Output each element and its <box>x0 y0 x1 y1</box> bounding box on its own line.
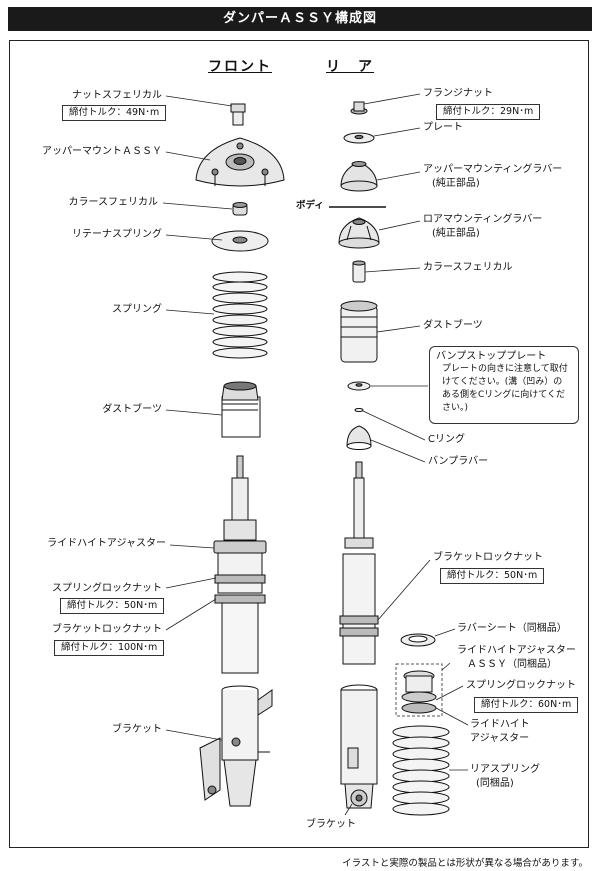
rear-bump-stop-plate-part <box>347 381 371 391</box>
diagram-title: ダンパーＡＳＳＹ構成図 <box>8 7 592 31</box>
rear-c-ring-label: Cリング <box>428 434 465 445</box>
rear-lower-mounting-rubber-part <box>338 217 380 249</box>
front-dust-boot-part <box>221 381 261 438</box>
rear-c-ring-part <box>354 408 364 412</box>
rear-upper-mounting-rubber-part <box>340 161 378 192</box>
front-nut-spherical-part <box>230 103 246 126</box>
rear-bracket-lock-nut-label: ブラケットロックナット <box>433 552 543 563</box>
rear-spring-part <box>392 725 450 816</box>
bump-stop-plate-instructions: プレートの向きに注意して取付 けてください。(溝（凹み）の ある側をCリングに向… <box>442 364 568 413</box>
rear-ride-height-adjuster-label: ライドハイト <box>470 719 530 730</box>
rear-bump-rubber-label: バンプラバー <box>428 456 489 467</box>
front-collar-spherical-label: カラースフェリカル <box>68 197 159 208</box>
front-nut-spherical-label: ナットスフェリカル <box>72 90 162 101</box>
rear-flange-torque-box: 締付トルク：29N･m <box>436 104 541 120</box>
rear-ride-height-adjuster-assy-label: ライドハイトアジャスター <box>457 645 576 656</box>
front-dust-boot-label: ダストブーツ <box>102 404 162 415</box>
rear-plate-part <box>343 132 375 144</box>
front-spring-part <box>212 271 268 359</box>
rear-ride-height-adjuster-assy-label-2: ＡＳＳＹ（同梱品） <box>467 659 557 670</box>
rear-collar-spherical-label: カラースフェリカル <box>423 262 513 273</box>
rear-dust-boot-label: ダストブーツ <box>423 320 483 331</box>
rear-lower-mounting-rubber-label: ロアマウンティングラバー <box>423 214 543 225</box>
front-retainer-spring-part <box>211 230 269 252</box>
rear-dust-boot-part <box>340 300 378 363</box>
front-retainer-spring-label: リテーナスプリング <box>72 229 162 240</box>
front-spring-lock-torque-box: 締付トルク：50N･m <box>60 598 165 614</box>
rear-spring-note: (同梱品) <box>476 778 514 789</box>
rear-upper-mounting-rubber-label: アッパーマウンティングラバー <box>423 164 563 175</box>
leader-lines <box>162 93 469 816</box>
rear-spring-lock-nut-label: スプリングロックナット <box>466 680 576 691</box>
rear-flange-nut-part <box>350 101 368 115</box>
rear-spring-label: リアスプリング <box>470 764 540 775</box>
rear-rubber-seat-label: ラバーシート（同梱品） <box>457 623 567 634</box>
front-shock-body-part <box>213 455 267 674</box>
rear-ride-height-adjuster-assy-part <box>395 663 443 717</box>
rear-bump-rubber-part <box>346 425 372 450</box>
rear-bracket-part <box>340 684 378 809</box>
rear-shock-body-part <box>339 461 379 665</box>
rear-flange-nut-label: フランジナット <box>423 88 493 99</box>
front-collar-spherical-part <box>232 202 248 216</box>
front-bracket-part <box>199 685 273 807</box>
rear-lower-mounting-rubber-note: (純正部品) <box>432 228 480 239</box>
front-bracket-label: ブラケット <box>112 724 162 735</box>
rear-collar-spherical-part <box>352 260 366 283</box>
front-upper-mount-label: アッパーマウントＡＳＳＹ <box>42 146 162 157</box>
front-ride-height-adjuster-label: ライドハイトアジャスター <box>47 538 166 549</box>
front-column-heading: フロント <box>208 59 272 75</box>
rear-bracket-label: ブラケット <box>306 819 356 830</box>
front-bracket-lock-nut-label: ブラケットロックナット <box>52 624 162 635</box>
disclaimer-footer: イラストと実際の製品とは形状が異なる場合があります。 <box>342 858 588 869</box>
front-bracket-lock-torque-box: 締付トルク：100N･m <box>54 640 165 656</box>
diagram-frame <box>9 40 589 848</box>
rear-spring-lock-torque-box: 締付トルク：60N･m <box>474 697 579 713</box>
rear-plate-label: プレート <box>423 122 463 133</box>
bump-stop-plate-note-box: バンプストッププレート プレートの向きに注意して取付 けてください。(溝（凹み）… <box>429 346 579 424</box>
rear-ride-height-adjuster-label-2: アジャスター <box>470 733 530 744</box>
front-upper-mount-part <box>195 137 285 187</box>
front-nut-torque-box: 締付トルク：49N･m <box>62 105 167 121</box>
rear-upper-mounting-rubber-note: (純正部品) <box>432 178 480 189</box>
front-spring-lock-nut-label: スプリングロックナット <box>52 583 162 594</box>
front-spring-label: スプリング <box>112 304 162 315</box>
rear-column-heading: リ ア <box>326 59 374 75</box>
rear-bracket-lock-torque-box: 締付トルク：50N･m <box>440 568 545 584</box>
rear-rubber-seat-part <box>400 633 436 647</box>
body-label: ボディ <box>296 200 324 211</box>
bump-stop-plate-label: バンプストッププレート <box>436 351 547 362</box>
